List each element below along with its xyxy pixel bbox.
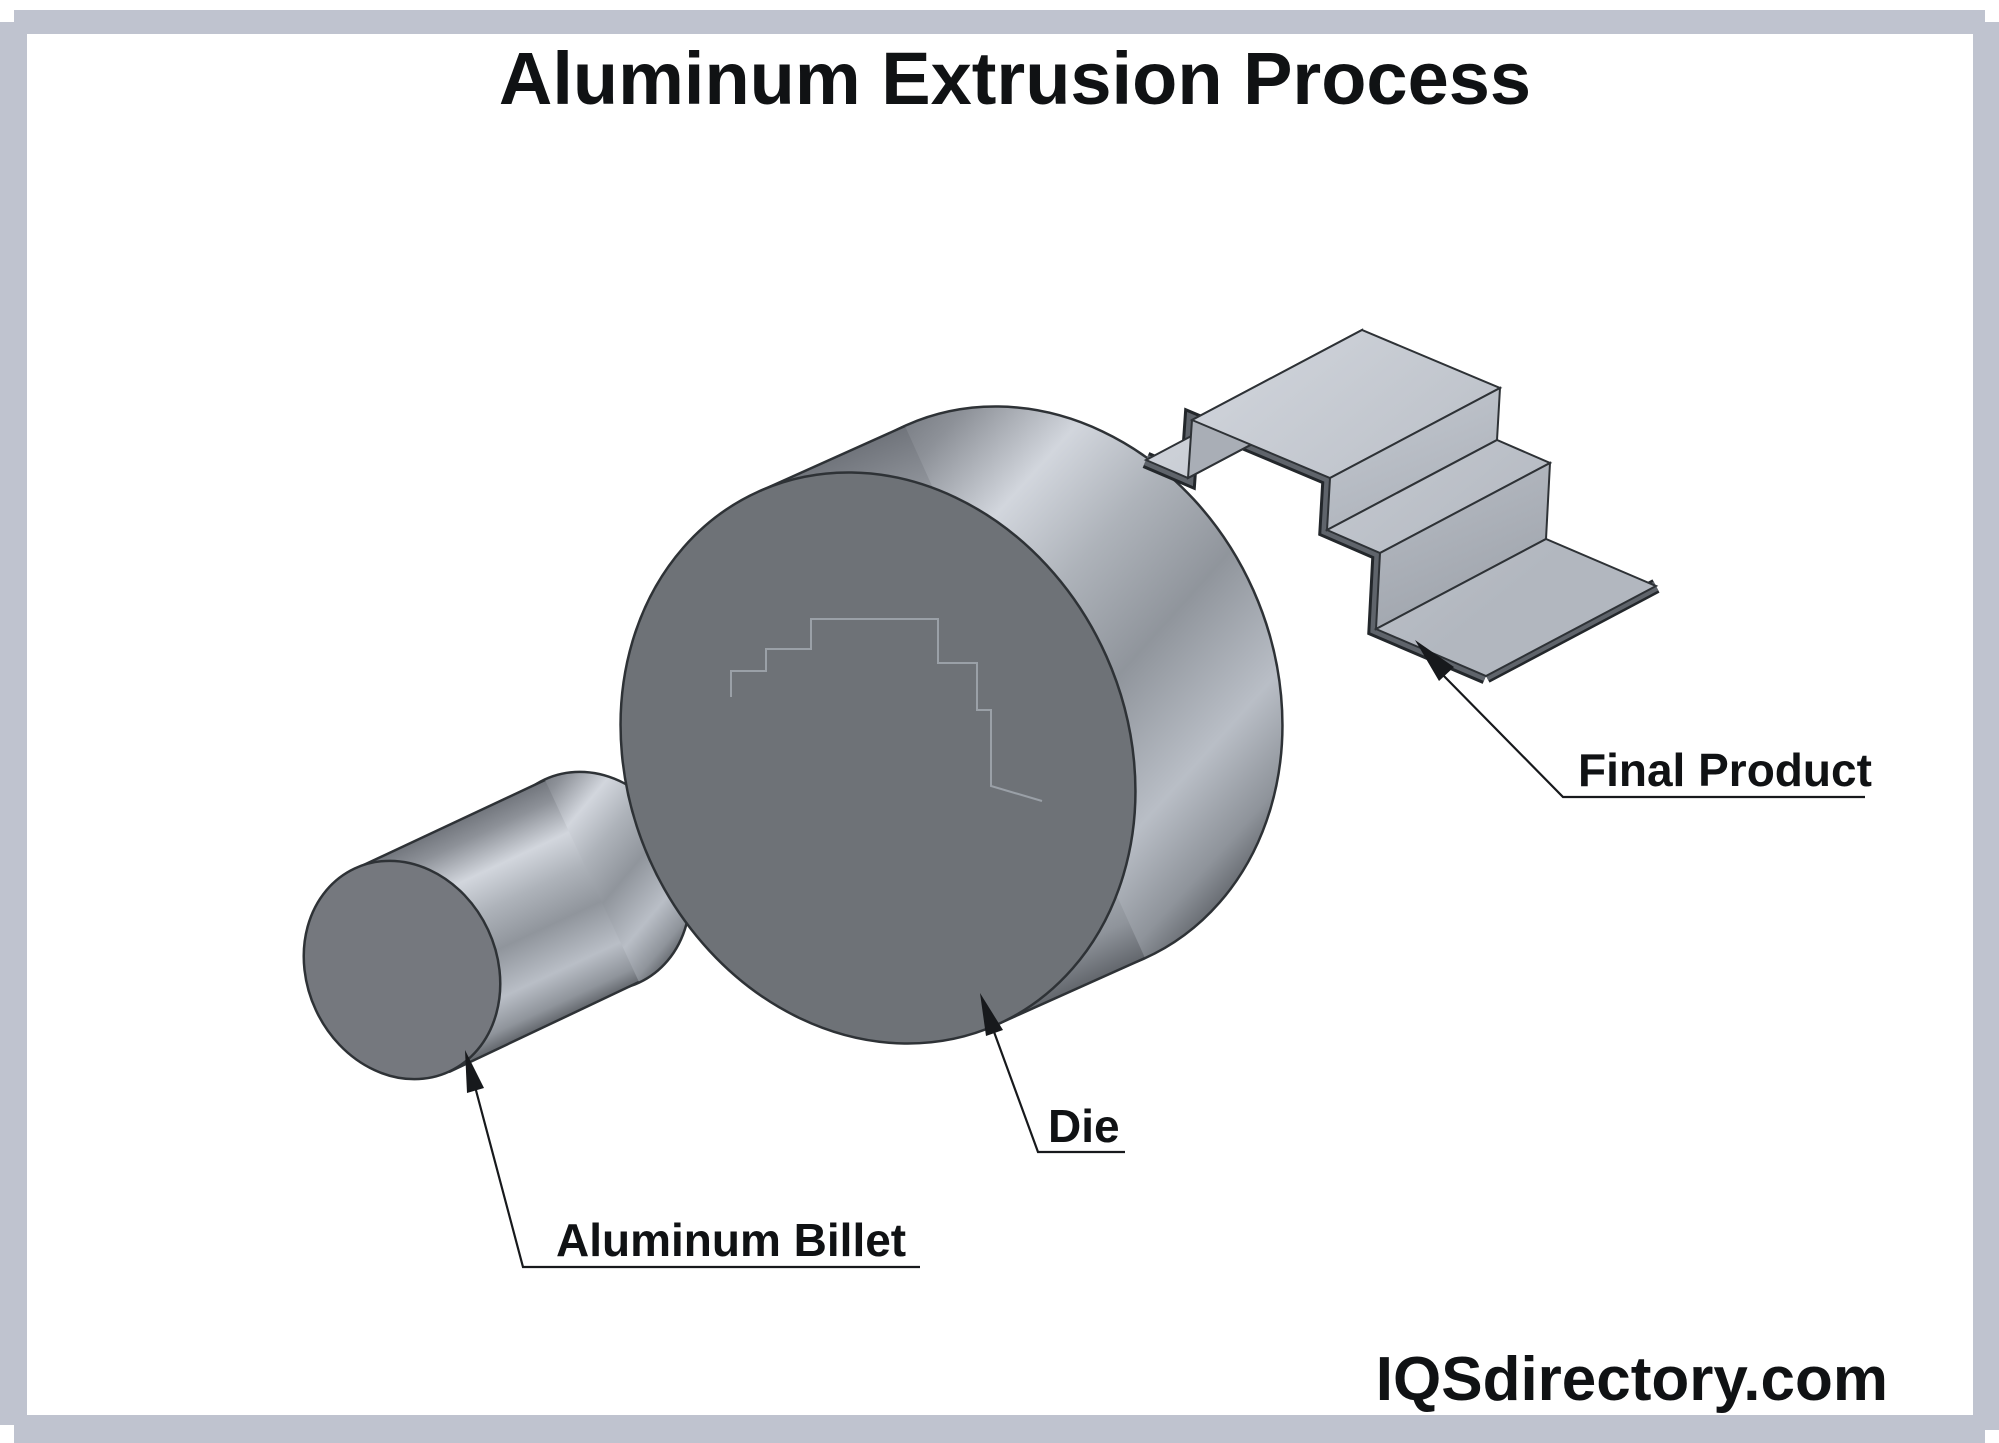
billet-top-edge <box>354 778 546 871</box>
final-product-extrusion <box>1142 328 1660 684</box>
die-arrowhead-icon <box>980 993 1003 1036</box>
frame-border-left <box>0 22 27 1425</box>
watermark-text: IQSdirectory.com <box>1376 1345 1888 1414</box>
billet-bottom-edge <box>448 980 640 1074</box>
final-product-arrowhead-icon <box>1415 640 1454 681</box>
page-title: Aluminum Extrusion Process <box>499 37 1531 120</box>
billet-arrowhead-icon <box>465 1050 484 1093</box>
final-product-leader-line <box>1439 671 1865 799</box>
annotations: Aluminum Billet Die Final Product <box>465 640 1872 1269</box>
billet-face <box>302 859 502 1081</box>
billet-leader-line <box>467 1063 920 1269</box>
die-leader-line <box>984 1009 1125 1154</box>
die-cylinder <box>619 405 1284 1045</box>
die-top-edge <box>757 424 906 494</box>
product-flange-top-face <box>1373 537 1659 678</box>
frame-border-right <box>1973 22 1999 1430</box>
billet-label: Aluminum Billet <box>556 1214 906 1266</box>
frame-border-top <box>14 10 1985 34</box>
die-opening-outline <box>730 618 1043 802</box>
final-product-label: Final Product <box>1578 744 1872 796</box>
die-label: Die <box>1048 1100 1120 1152</box>
die-bottom-edge <box>997 956 1146 1026</box>
frame-border-bottom <box>14 1415 1985 1443</box>
page-frame <box>0 10 1999 1443</box>
